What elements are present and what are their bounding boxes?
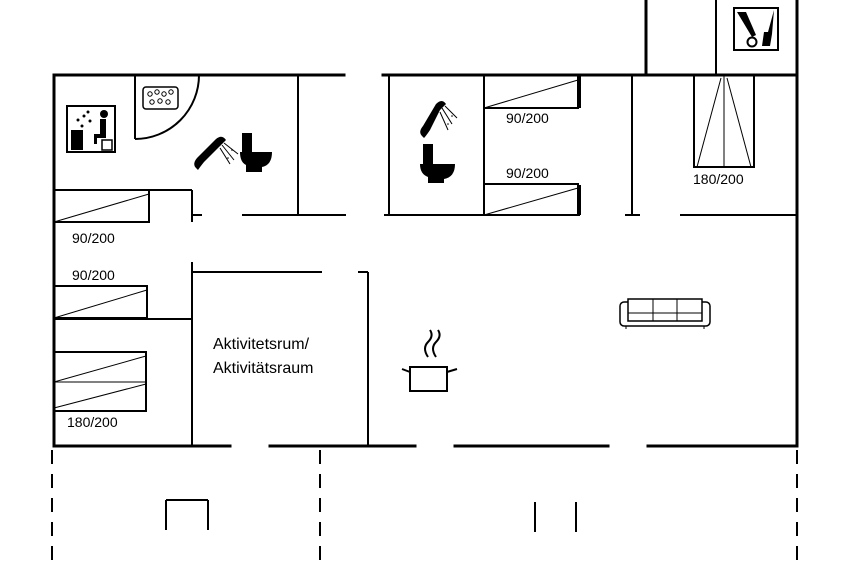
bed-label-4: 90/200 [506, 165, 549, 181]
cooking-pot-icon [401, 329, 458, 392]
bed-label-5: 180/200 [67, 414, 118, 430]
washing-machine-icon [733, 7, 779, 51]
bed-label-1: 90/200 [72, 230, 115, 246]
shower-icon [194, 136, 239, 170]
room-label-line2: Aktivitätsraum [213, 360, 313, 377]
bed-1 [53, 189, 150, 223]
exterior-walls [52, 0, 799, 448]
bed-6 [693, 74, 755, 168]
bed-label-6: 180/200 [693, 171, 744, 187]
whirlpool-icon [134, 74, 200, 140]
bed-5 [53, 351, 147, 412]
room-label-line1: Aktivitetsrum/ [213, 336, 310, 353]
bed-4 [483, 183, 579, 216]
sofa-icon [619, 298, 711, 329]
toilet-icon-2 [420, 144, 455, 183]
sauna-icon [66, 105, 116, 153]
bed-label-3: 90/200 [506, 110, 549, 126]
bed-3 [483, 74, 579, 109]
bed-label-2: 90/200 [72, 267, 115, 283]
terrace-outline [51, 450, 798, 565]
shower-icon-2 [420, 101, 458, 138]
bed-2 [53, 285, 148, 319]
toilet-icon [240, 133, 272, 172]
